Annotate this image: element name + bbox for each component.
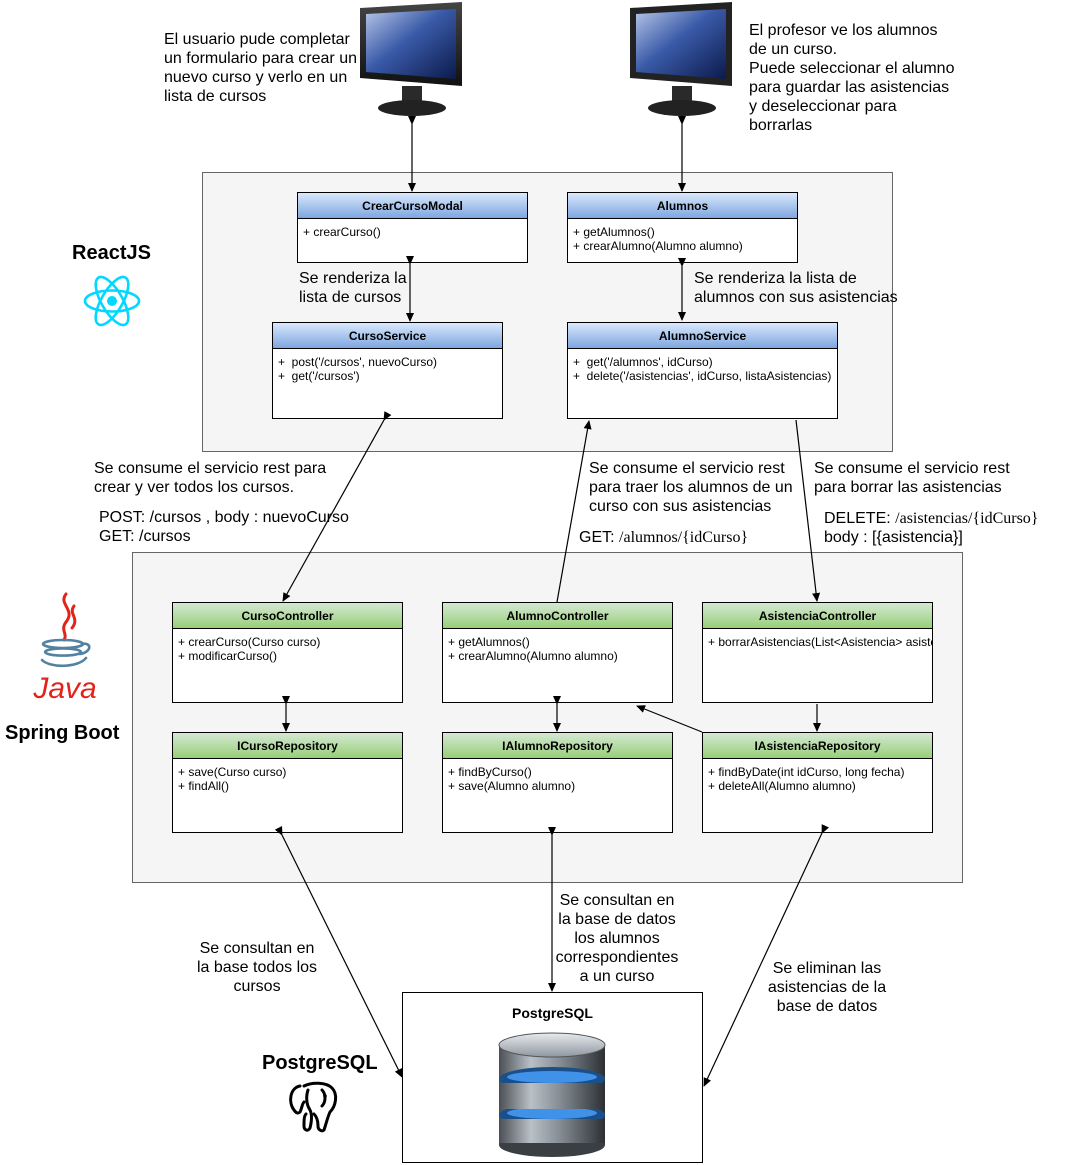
java-logo-icon: Java <box>32 592 97 705</box>
ialumno-repository-class: IAlumnoRepository + findByCurso() + save… <box>442 732 673 833</box>
crear-curso-modal-class: CrearCursoModal + crearCurso() <box>297 192 528 263</box>
iasistencia-repository-class: IAsistenciaRepository + findByDate(int i… <box>702 732 933 833</box>
monitor-icon <box>630 2 732 116</box>
class-name: CursoService <box>273 323 502 349</box>
delete-endpoint: DELETE: /asistencias/{idCurso} <box>824 509 1038 528</box>
class-name: CrearCursoModal <box>298 193 527 219</box>
alumno-service-class: AlumnoService + get('/alumnos', idCurso)… <box>567 322 838 419</box>
class-methods: + crearCurso(Curso curso) + modificarCur… <box>178 635 321 663</box>
user-note: El usuario pude completar un formulario … <box>164 31 357 105</box>
class-name: IAsistenciaRepository <box>703 733 932 759</box>
alumno-controller-class: AlumnoController + getAlumnos() + crearA… <box>442 602 673 703</box>
reactjs-label: ReactJS <box>72 242 151 264</box>
db-alumnos-note: Se consultan en la base de datos los alu… <box>555 892 679 985</box>
db-cursos-note: Se consultan en la base todos los cursos <box>196 940 318 995</box>
consume-alumnos-note: Se consume el servicio rest para traer l… <box>589 460 793 515</box>
class-methods: + save(Curso curso) + findAll() <box>178 765 287 793</box>
class-name: Alumnos <box>568 193 797 219</box>
consume-cursos-note: Se consume el servicio rest para crear y… <box>94 460 327 496</box>
asistencia-controller-class: AsistenciaController + borrarAsistencias… <box>702 602 933 703</box>
delete-path: /asistencias/{idCurso} <box>895 510 1039 527</box>
class-name: IAlumnoRepository <box>443 733 672 759</box>
db-asistencias-note: Se eliminan las asistencias de la base d… <box>767 960 887 1015</box>
class-name: CursoController <box>173 603 402 629</box>
consume-cursos-endpoints: POST: /cursos , body : nuevoCurso GET: /… <box>99 509 349 545</box>
render-cursos-note: Se renderiza la lista de cursos <box>299 270 407 306</box>
get-prefix: GET: <box>579 529 620 546</box>
class-methods: + getAlumnos() + crearAlumno(Alumno alum… <box>448 635 618 663</box>
database-cylinder-icon <box>498 1032 606 1157</box>
class-name: ICursoRepository <box>173 733 402 759</box>
class-name: AlumnoService <box>568 323 837 349</box>
class-methods: + crearCurso() <box>303 225 381 239</box>
database-title: PostgreSQL <box>512 1005 593 1021</box>
class-methods: + get('/alumnos', idCurso) + delete('/as… <box>573 355 832 383</box>
profesor-note: El profesor ve los alumnos de un curso. … <box>749 22 955 134</box>
class-methods: + findByCurso() + save(Alumno alumno) <box>448 765 576 793</box>
get-alumnos-endpoint: GET: /alumnos/{idCurso} <box>579 528 748 547</box>
class-methods: + borrarAsistencias(List<Asistencia> asi… <box>708 635 932 649</box>
icurso-repository-class: ICursoRepository + save(Curso curso) + f… <box>172 732 403 833</box>
consume-asistencias-note: Se consume el servicio rest para borrar … <box>814 460 1010 496</box>
postgresql-elephant-icon <box>289 1081 338 1133</box>
postgresql-label: PostgreSQL <box>262 1052 378 1074</box>
postgresql-database-box: PostgreSQL <box>402 992 703 1163</box>
curso-controller-class: CursoController + crearCurso(Curso curso… <box>172 602 403 703</box>
spring-boot-label: Spring Boot <box>5 722 120 744</box>
class-methods: + post('/cursos', nuevoCurso) + get('/cu… <box>278 355 437 383</box>
delete-prefix: DELETE: <box>824 510 896 527</box>
alumnos-class: Alumnos + getAlumnos() + crearAlumno(Alu… <box>567 192 798 263</box>
class-name: AlumnoController <box>443 603 672 629</box>
java-text: Java <box>32 672 96 705</box>
delete-body: body : [{asistencia}] <box>824 529 963 546</box>
class-name: AsistenciaController <box>703 603 932 629</box>
render-alumnos-note: Se renderiza la lista de alumnos con sus… <box>694 270 898 306</box>
react-logo-icon <box>83 275 141 327</box>
class-methods: + getAlumnos() + crearAlumno(Alumno alum… <box>573 225 743 253</box>
monitor-icon <box>360 2 462 116</box>
get-path: /alumnos/{idCurso} <box>619 529 749 546</box>
class-methods: + findByDate(int idCurso, long fecha) + … <box>708 765 905 793</box>
curso-service-class: CursoService + post('/cursos', nuevoCurs… <box>272 322 503 419</box>
